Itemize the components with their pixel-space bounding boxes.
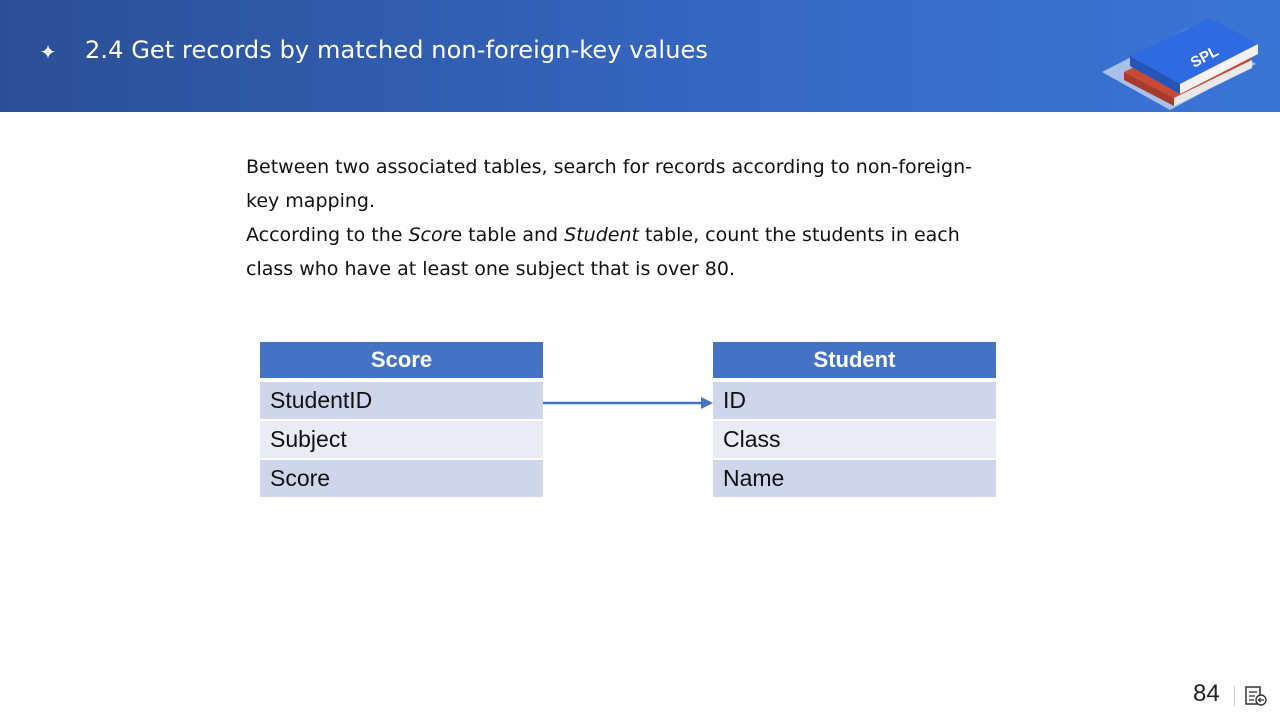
description: Between two associated tables, search fo… (246, 150, 986, 286)
page-number: 84 (1193, 680, 1220, 707)
student-table-header: Student (713, 342, 996, 382)
student-table-ref: Student (564, 224, 639, 246)
student-field-name: Name (713, 460, 996, 499)
score-field-score: Score (260, 460, 543, 499)
description-line-2: According to the Score table and Student… (246, 224, 960, 280)
spl-cookbook-logo: SPL COOKBOOK (1102, 18, 1258, 110)
score-table-ref: Scor (408, 224, 451, 246)
slide-title: 2.4 Get records by matched non-foreign-k… (85, 36, 708, 64)
footer-divider (1234, 686, 1235, 706)
student-field-id: ID (713, 382, 996, 421)
four-point-star-icon: ✦ (39, 40, 57, 64)
description-line-1: Between two associated tables, search fo… (246, 156, 972, 212)
score-field-studentid: StudentID (260, 382, 543, 421)
arrow-right-icon (543, 397, 713, 409)
slide-notes-icon[interactable] (1244, 685, 1268, 707)
score-table: Score StudentID Subject Score (260, 342, 543, 499)
score-field-subject: Subject (260, 421, 543, 460)
student-table: Student ID Class Name (713, 342, 996, 499)
title-bar: ✦ 2.4 Get records by matched non-foreign… (0, 0, 1280, 112)
score-table-header: Score (260, 342, 543, 382)
student-field-class: Class (713, 421, 996, 460)
